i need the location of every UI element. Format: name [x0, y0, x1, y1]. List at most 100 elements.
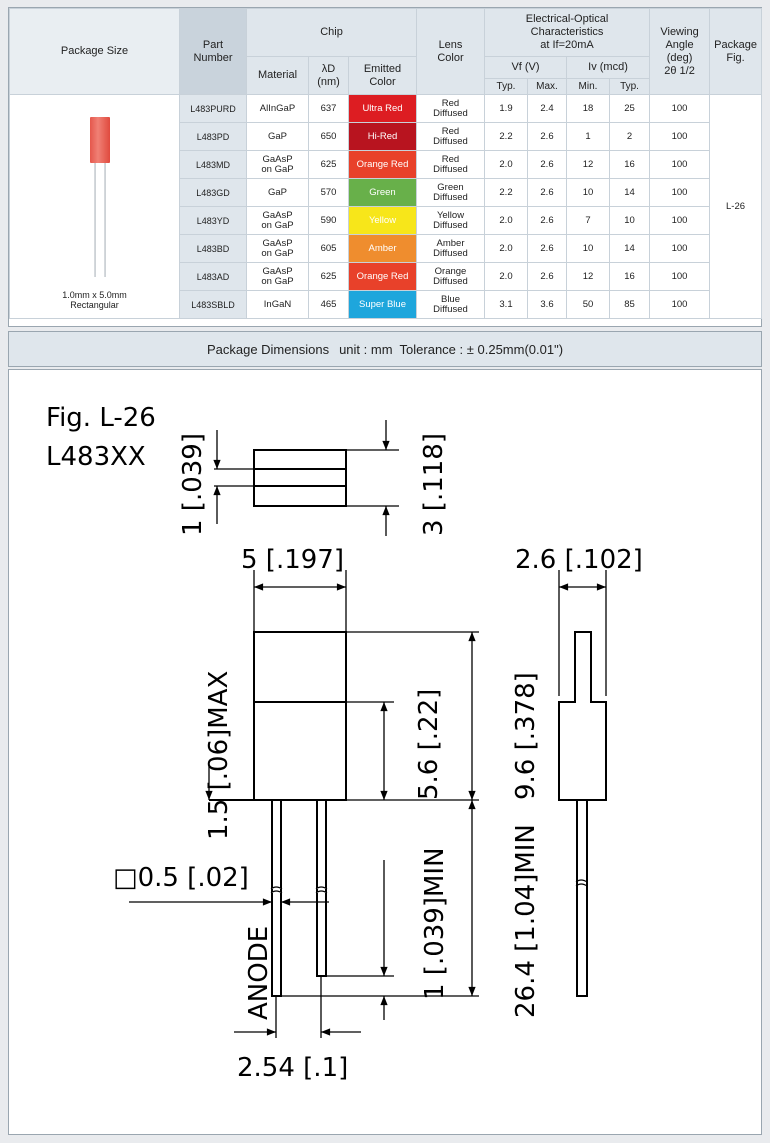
spec-table-panel: Package Size Part Number Chip Lens Color…: [8, 7, 763, 327]
lens-line-1: Blue: [440, 293, 460, 305]
top-view: [253, 449, 347, 507]
material-line-1: InGaN: [263, 298, 292, 310]
material: GaP: [246, 178, 309, 207]
part-number: L483YD: [179, 206, 247, 235]
viewing-angle: 100: [649, 178, 711, 207]
lens-line-1: Red: [441, 125, 460, 137]
viewing-angle: 100: [649, 290, 711, 319]
lens-line-2: Diffused: [433, 247, 468, 259]
lens-line-1: Green: [437, 181, 464, 193]
vf-max: 3.6: [527, 290, 567, 319]
view-line-2: Angle: [665, 38, 694, 51]
package-dimensions-unit: unit : mm: [339, 341, 393, 357]
vf-max: 2.6: [527, 262, 567, 291]
package-caption-line-1: 1.0mm x 5.0mm: [62, 290, 127, 300]
material-line-1: GaP: [267, 130, 287, 142]
header-lens-color: Lens Color: [416, 8, 485, 95]
vf-max: 2.6: [527, 150, 567, 179]
header-package-fig: Package Fig.: [709, 8, 763, 95]
front-height-dims: [129, 631, 479, 1038]
iv-typ: 10: [608, 206, 651, 235]
lens-line-1: Orange: [434, 265, 467, 277]
vf-typ: 1.9: [484, 94, 528, 123]
viewing-angle: 100: [649, 262, 711, 291]
part-number: L483BD: [179, 234, 247, 263]
lens-line-2: Diffused: [433, 191, 468, 203]
vf-typ: 3.1: [484, 290, 528, 319]
fig-line-1: Package: [714, 38, 757, 51]
emitted-color-swatch: Hi-Red: [348, 122, 417, 151]
front-width-dim: [253, 570, 347, 632]
package-fig: L-26: [709, 94, 763, 319]
emitted-color-swatch: Amber: [348, 234, 417, 263]
dim-1-5mm-max: 1.5 [.06]MAX: [204, 671, 234, 840]
lens-line-2: Diffused: [433, 303, 468, 315]
iv-typ: 16: [608, 262, 651, 291]
material-line-1: GaAsP: [262, 153, 293, 165]
lens-line-1: Red: [441, 97, 460, 109]
vf-max: 2.6: [527, 178, 567, 207]
view-line-1: Viewing: [660, 25, 699, 38]
led-rectangular-image: [90, 117, 110, 277]
material-line-1: AlInGaP: [259, 102, 296, 114]
fig-line-2: Fig.: [726, 51, 745, 64]
material: GaP: [246, 122, 309, 151]
part-number: L483PD: [179, 122, 247, 151]
iv-min: 18: [566, 94, 610, 123]
material-line-1: GaAsP: [262, 209, 293, 221]
header-vf: Vf (V): [484, 56, 567, 79]
part-number: L483SBLD: [179, 290, 247, 319]
emitted-color-swatch: Green: [348, 178, 417, 207]
emitted-color-swatch: Ultra Red: [348, 94, 417, 123]
vf-max: 2.6: [527, 122, 567, 151]
header-lambda-d: λD (nm): [308, 56, 349, 95]
wavelength: 570: [308, 178, 349, 207]
lens-line-2: Diffused: [433, 135, 468, 147]
top-view-dims: [213, 420, 399, 536]
header-package-size: Package Size: [9, 8, 180, 95]
wavelength: 465: [308, 290, 349, 319]
lens-line-2: Diffused: [433, 107, 468, 119]
material-line-2: on GaP: [261, 163, 294, 175]
material-line-1: GaP: [267, 186, 287, 198]
viewing-angle: 100: [649, 206, 711, 235]
dim-5mm: 5 [.197]: [241, 545, 344, 575]
eo-line-1: Electrical-Optical: [525, 13, 609, 25]
iv-min: 12: [566, 150, 610, 179]
material: AlInGaP: [246, 94, 309, 123]
dim-2-54mm-pitch: 2.54 [.1]: [237, 1053, 348, 1083]
dimension-drawing: Fig. L-26 L483XX 1 [.039] 3 [.118] 5 [.1…: [46, 403, 643, 1083]
material-line-1: GaAsP: [262, 265, 293, 277]
iv-typ: 14: [608, 178, 651, 207]
emitted-color-swatch: Super Blue: [348, 290, 417, 319]
vf-typ: 2.0: [484, 206, 528, 235]
dim-2-6mm: 2.6 [.102]: [515, 545, 643, 575]
dim-3mm: 3 [.118]: [419, 433, 449, 536]
wavelength: 625: [308, 262, 349, 291]
header-iv-typ: Typ.: [608, 78, 651, 95]
dim-26-4mm-min: 26.4 [1.04]MIN: [511, 824, 541, 1018]
header-vf-max: Max.: [527, 78, 567, 95]
dim-1mm: 1 [.039]: [178, 433, 208, 536]
dim-1mm-min: 1 [.039]MIN: [420, 847, 450, 1000]
eo-line-2: Characteristics: [530, 26, 604, 38]
part-number: L483GD: [179, 178, 247, 207]
package-dimensions-bar: Package Dimensions unit : mm Tolerance :…: [8, 331, 762, 367]
lambda-d-unit: (nm): [317, 75, 340, 88]
iv-min: 10: [566, 234, 610, 263]
iv-min: 1: [566, 122, 610, 151]
iv-typ: 85: [608, 290, 651, 319]
